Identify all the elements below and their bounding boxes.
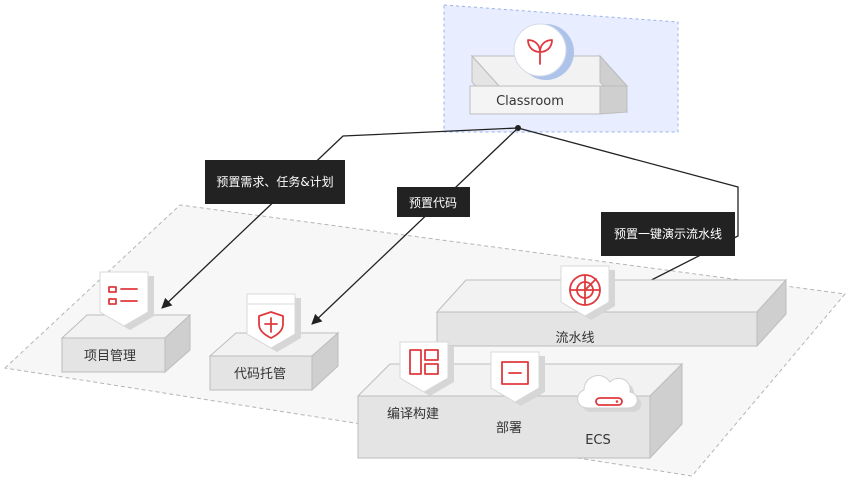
sprout-icon [513,23,574,80]
pipeline-block: 流水线 [435,278,788,348]
connector-label-requirements: 预置需求、任务&计划 [205,160,345,204]
shield-icon [246,293,301,352]
classroom-label: Classroom [496,94,564,109]
project-mgmt-block: 项目管理 [60,313,192,374]
radar-icon [560,265,615,320]
svg-text:代码托管: 代码托管 [234,367,286,382]
connector-label-code: 预置代码 [397,187,470,217]
svg-text:预置需求、任务&计划: 预置需求、任务&计划 [216,174,333,189]
svg-text:部署: 部署 [496,421,522,436]
svg-text:预置代码: 预置代码 [409,196,457,210]
svg-text:项目管理: 项目管理 [84,349,136,364]
svg-text:ECS: ECS [585,433,611,448]
connector-lines [161,125,739,325]
deploy-window-icon [490,351,545,406]
list-document-icon [99,271,154,330]
connector-label-pipeline: 预置一键演示流水线 [601,212,735,256]
grid-layout-icon [399,341,454,396]
cloud-server-icon [577,375,642,412]
classroom-node: Classroom [469,54,629,115]
svg-text:预置一键演示流水线: 预置一键演示流水线 [614,226,722,241]
svg-text:编译构建: 编译构建 [387,407,439,422]
svg-text:流水线: 流水线 [555,331,594,346]
